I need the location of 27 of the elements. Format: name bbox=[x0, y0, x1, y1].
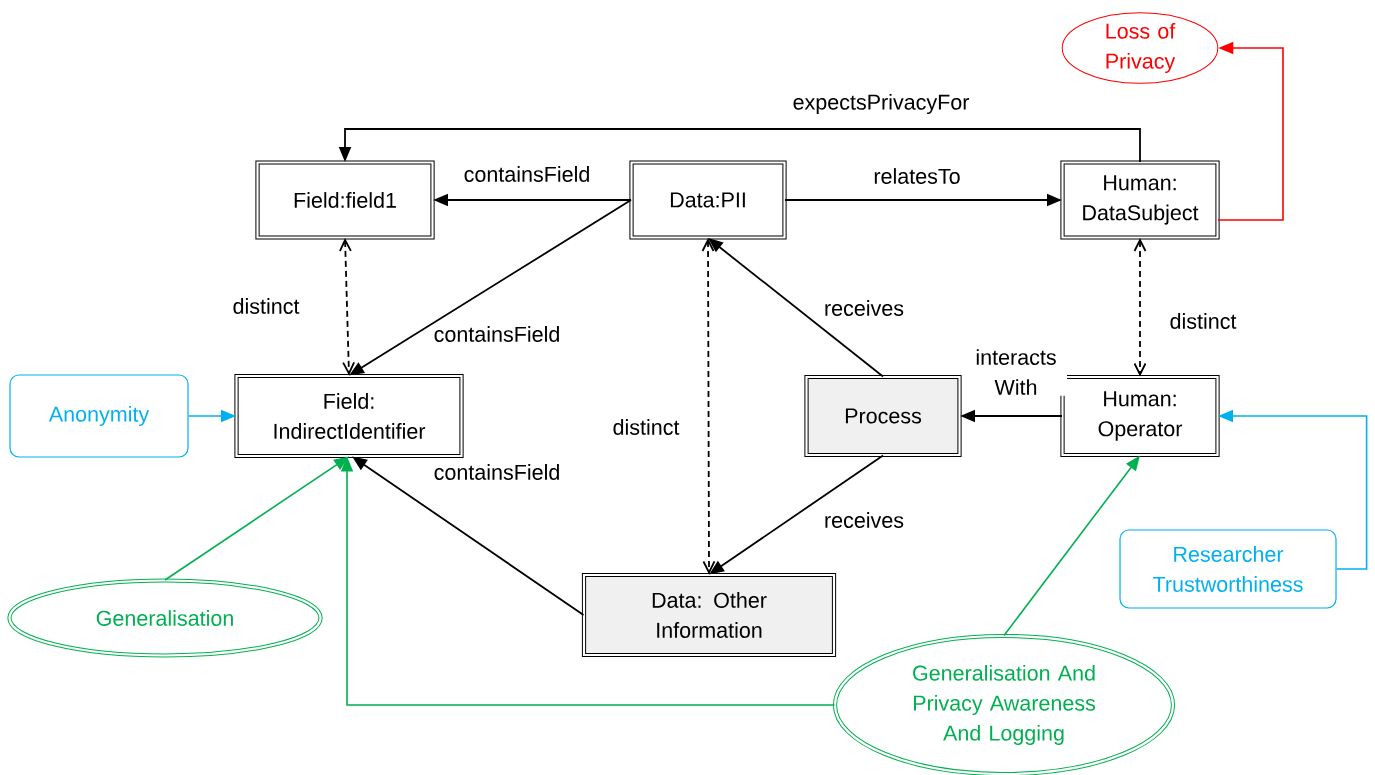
edge-label: receives bbox=[823, 299, 906, 317]
edge-label: expectsPrivacyFor bbox=[791, 92, 971, 115]
rounded-box: Researcher Trustworthiness bbox=[1119, 529, 1337, 609]
process-box: Process bbox=[804, 374, 962, 458]
edge-label: containsField bbox=[462, 165, 592, 183]
edge-label: interacts With bbox=[965, 348, 1067, 396]
edge-label: containsField bbox=[432, 463, 562, 481]
double-oval: Generalisation bbox=[7, 578, 323, 658]
edge-label: distinct bbox=[231, 297, 301, 315]
edge-label: distinct bbox=[1168, 312, 1238, 330]
entity-box: Data:PII bbox=[629, 160, 787, 240]
double-oval: Generalisation And Privacy Awareness And Logging bbox=[832, 633, 1176, 775]
process-box: Data: Other Information bbox=[581, 572, 837, 658]
dashed-arrow bbox=[339, 238, 356, 376]
oval-node: Loss of Privacy bbox=[1061, 12, 1219, 84]
rounded-box: Anonymity bbox=[9, 374, 189, 458]
entity-box: Human: Operator bbox=[1060, 374, 1220, 458]
arrow bbox=[164, 456, 349, 581]
entity-box: Field: IndirectIdentifier bbox=[234, 373, 464, 459]
edge-label: relatesTo bbox=[872, 167, 962, 185]
entity-box: Human: DataSubject bbox=[1060, 160, 1220, 240]
edge-label: receives bbox=[823, 511, 906, 529]
dashed-arrow bbox=[701, 238, 716, 575]
entity-box: Field:field1 bbox=[255, 160, 435, 240]
dashed-arrow bbox=[1133, 238, 1147, 377]
edge-label: containsField bbox=[432, 325, 562, 343]
edge-label: distinct bbox=[611, 418, 681, 436]
